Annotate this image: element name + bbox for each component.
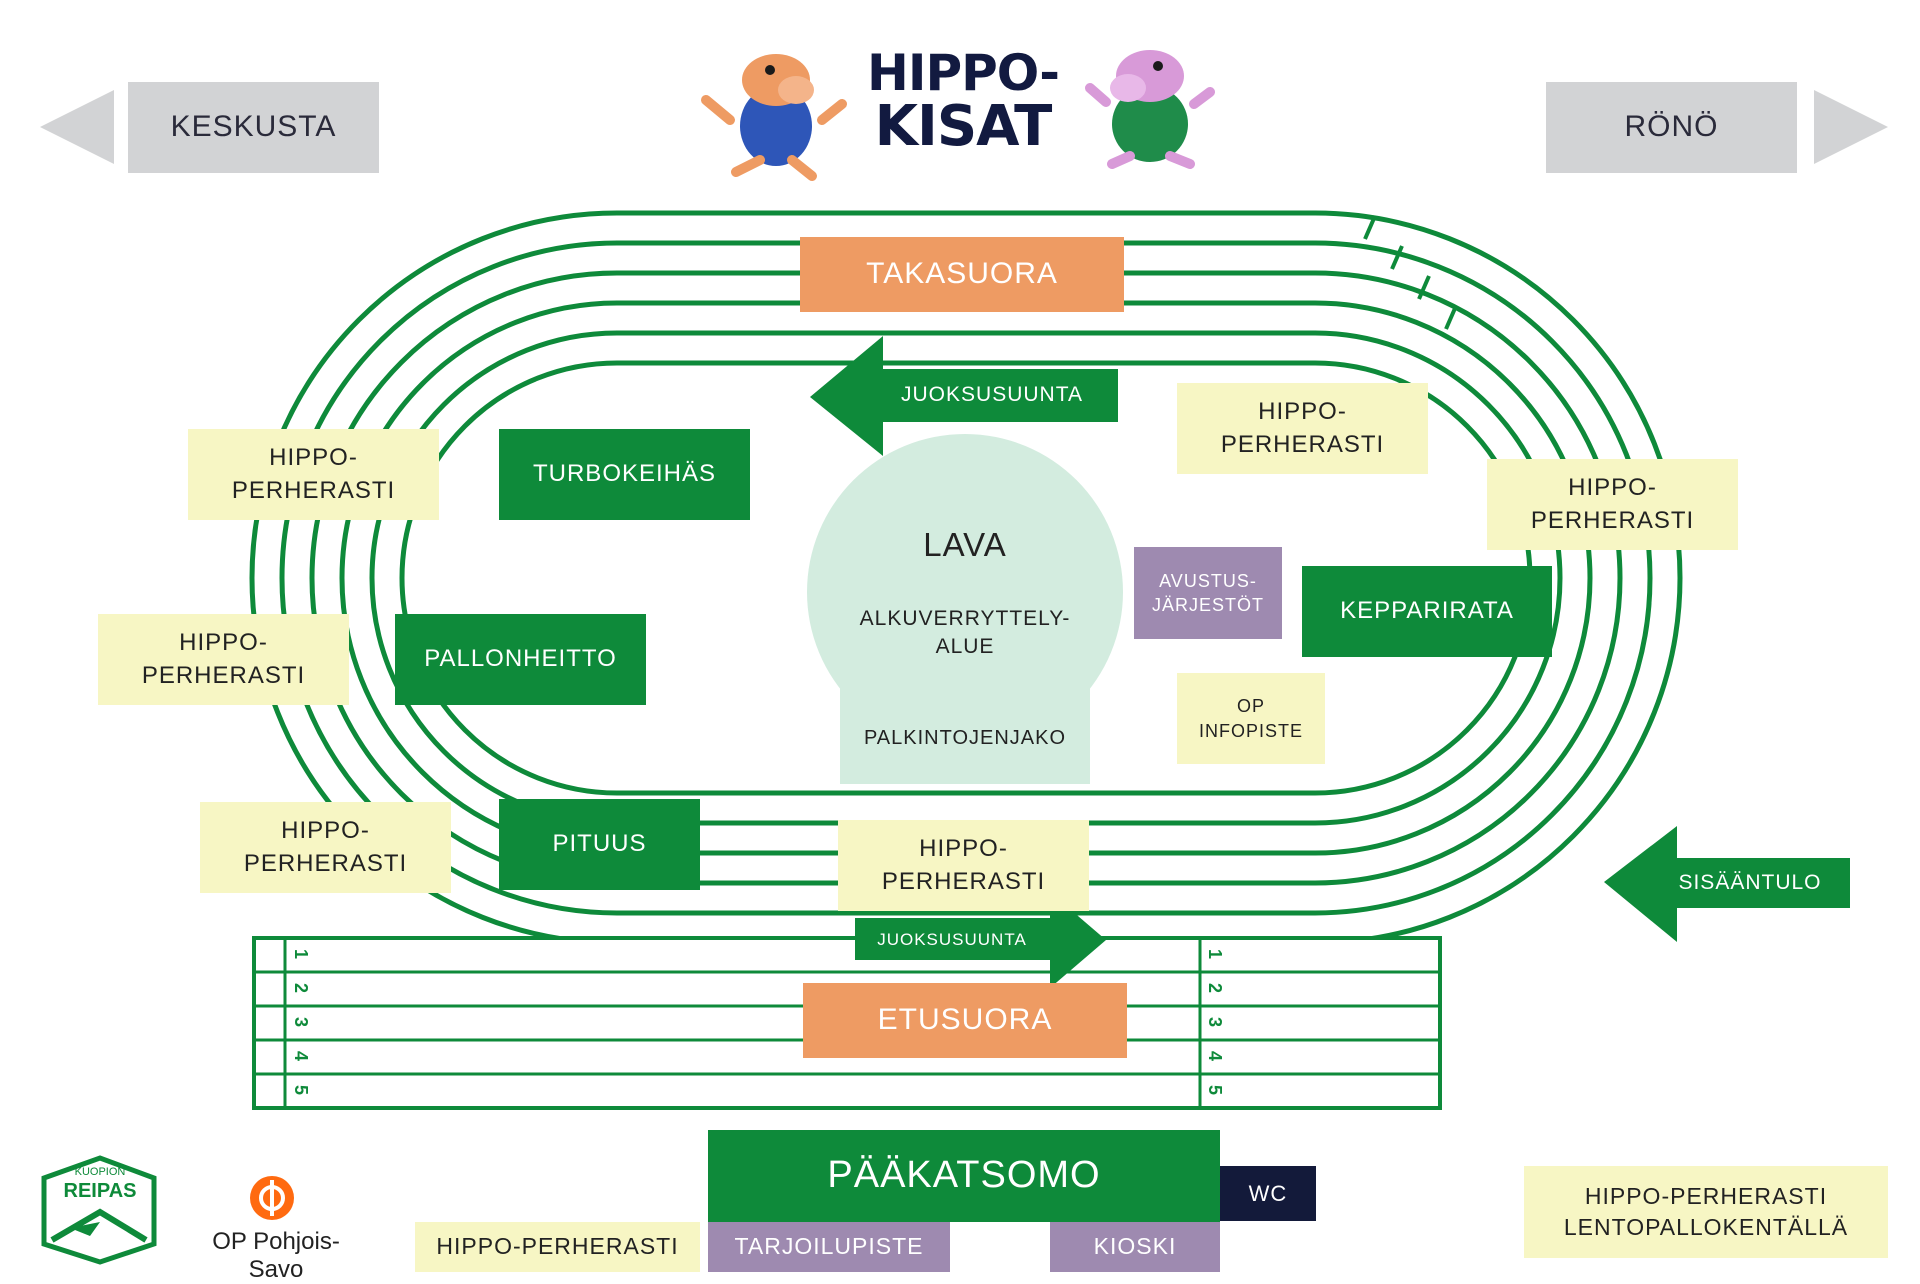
perherasti-bottom-right: HIPPO-PERHERASTI LENTOPALLOKENTÄLLÄ bbox=[1524, 1166, 1888, 1258]
event-logo-line1: HIPPO- bbox=[867, 44, 1060, 102]
reipas-logo-name: REIPAS bbox=[63, 1180, 137, 1202]
service-wc: WC bbox=[1220, 1166, 1316, 1221]
stagger-mark bbox=[1444, 305, 1458, 330]
stagger-mark bbox=[1390, 245, 1404, 270]
direction-arrow-top bbox=[810, 336, 1118, 456]
front-straight-label: ETUSUORA bbox=[803, 983, 1127, 1058]
lane-number-left: 5 bbox=[291, 1085, 311, 1095]
event-kepparirata: KEPPARIRATA bbox=[1302, 566, 1552, 657]
service-kioski: KIOSKI bbox=[1050, 1222, 1220, 1272]
event-pallonheitto: PALLONHEITTO bbox=[395, 614, 646, 705]
direction-label-top: JUOKSUSUUNTA bbox=[901, 382, 1083, 406]
service-op-infopiste: OP INFOPISTE bbox=[1177, 673, 1325, 764]
lane-number-right: 2 bbox=[1205, 983, 1225, 993]
lane-number-right: 4 bbox=[1205, 1051, 1225, 1061]
nav-arrow-right bbox=[1814, 90, 1888, 164]
event-logo-line2: KISAT bbox=[874, 94, 1053, 159]
lane-number-left: 2 bbox=[291, 983, 311, 993]
perherasti-left-mid: HIPPO- PERHERASTI bbox=[98, 614, 349, 705]
stage-base bbox=[840, 680, 1090, 784]
stage-warmup-area: ALKUVERRYTTELY- ALUE bbox=[859, 606, 1071, 658]
event-turbokeihas: TURBOKEIHÄS bbox=[499, 429, 750, 520]
stagger-mark bbox=[1417, 275, 1431, 300]
direction-arrow-bottom bbox=[855, 892, 1106, 988]
lane-number-left: 1 bbox=[291, 949, 311, 959]
stage-awards: PALKINTOJENJAKO bbox=[863, 726, 1067, 749]
entrance-arrow bbox=[1604, 826, 1850, 942]
stage-circle bbox=[807, 434, 1123, 750]
perherasti-left-top: HIPPO- PERHERASTI bbox=[188, 429, 439, 520]
op-logo-name: OP Pohjois-Savo bbox=[212, 1228, 340, 1283]
back-straight-label: TAKASUORA bbox=[800, 237, 1124, 312]
service-tarjoilupiste: TARJOILUPISTE bbox=[708, 1222, 950, 1272]
event-pituus: PITUUS bbox=[499, 799, 700, 890]
nav-arrow-left bbox=[40, 90, 114, 164]
perherasti-right: HIPPO- PERHERASTI bbox=[1487, 459, 1738, 550]
lane-number-left: 3 bbox=[291, 1017, 311, 1027]
lane-number-right: 5 bbox=[1205, 1085, 1225, 1095]
perherasti-center-bottom: HIPPO- PERHERASTI bbox=[838, 820, 1089, 911]
stage-title: LAVA bbox=[923, 525, 1007, 563]
op-logo bbox=[250, 1176, 294, 1220]
lane-number-right: 1 bbox=[1205, 949, 1225, 959]
reipas-logo bbox=[41, 1155, 157, 1265]
paakatsomo: PÄÄKATSOMO bbox=[708, 1130, 1220, 1222]
perherasti-center-top-right: HIPPO- PERHERASTI bbox=[1177, 383, 1428, 474]
hippo-mascot-left bbox=[701, 54, 847, 181]
nav-keskusta-button[interactable]: KESKUSTA bbox=[128, 82, 379, 173]
nav-rono-button[interactable]: RÖNÖ bbox=[1546, 82, 1797, 173]
reipas-logo-top-text: KUOPION bbox=[74, 1166, 126, 1178]
hippo-mascot-right bbox=[1085, 50, 1215, 169]
lane-number-right: 3 bbox=[1205, 1017, 1225, 1027]
direction-label-bottom: JUOKSUSUUNTA bbox=[877, 929, 1027, 949]
entrance-label: SISÄÄNTULO bbox=[1678, 870, 1822, 894]
stagger-mark bbox=[1363, 215, 1377, 240]
perherasti-left-bottom: HIPPO- PERHERASTI bbox=[200, 802, 451, 893]
event-logo: HIPPO- KISAT bbox=[858, 48, 1068, 166]
service-avustusjarjestot: AVUSTUS- JÄRJESTÖT bbox=[1134, 547, 1282, 639]
lane-number-left: 4 bbox=[291, 1051, 311, 1061]
perherasti-bottom-left: HIPPO-PERHERASTI bbox=[415, 1222, 700, 1272]
